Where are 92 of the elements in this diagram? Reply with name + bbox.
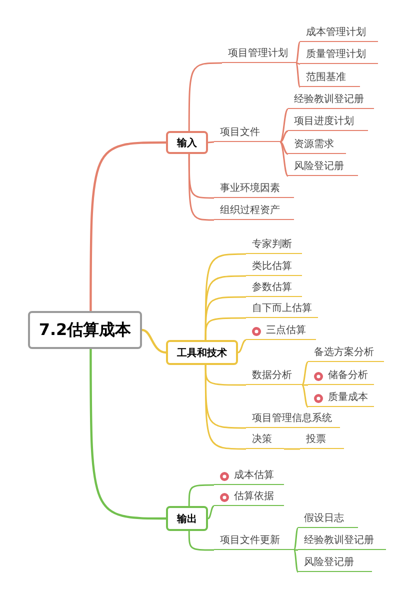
topic-text: 范围基准 — [306, 70, 346, 84]
underlined-topic — [288, 160, 358, 176]
main-topic-box — [166, 340, 238, 365]
underlined-topic — [308, 391, 374, 407]
topic-text: 投票 — [306, 432, 326, 446]
topic-text: 参数估算 — [252, 280, 292, 294]
underlined-topic — [298, 556, 372, 572]
topic-text: 备选方案分析 — [314, 346, 374, 359]
topic-text: 储备分析 — [328, 368, 368, 382]
branch-line — [295, 42, 301, 64]
branch-line — [293, 528, 299, 550]
underlined-topic — [246, 369, 302, 385]
topic-text: 7.2估算成本 — [38, 320, 132, 340]
topic-text: 数据分析 — [252, 368, 292, 382]
underlined-topic — [288, 115, 368, 131]
branch-line — [294, 549, 298, 551]
underlined-topic — [246, 412, 340, 428]
underlined-topic — [214, 469, 284, 485]
underlined-topic — [298, 534, 386, 550]
underlined-topic — [246, 302, 318, 318]
topic-text: 成本估算 — [234, 468, 274, 482]
underlined-topic — [300, 26, 378, 42]
topic-text: 风险登记册 — [294, 160, 344, 173]
topic-text: 质量成本 — [328, 390, 368, 404]
underlined-topic — [246, 324, 316, 340]
topic-text: 事业环境因素 — [220, 182, 280, 195]
underlined-topic — [308, 346, 384, 362]
topic-text: 经验教训登记册 — [304, 534, 374, 547]
topic-text: 输出 — [177, 512, 197, 526]
underlined-topic — [222, 47, 296, 63]
underlined-topic — [214, 204, 294, 220]
underlined-topic — [288, 138, 346, 154]
topic-text: 组织过程资产 — [220, 204, 280, 217]
branch-line — [208, 505, 214, 520]
branch-line — [204, 317, 246, 340]
topic-text: 质量管理计划 — [306, 48, 366, 61]
topic-text: 决策 — [252, 432, 272, 446]
branch-line — [295, 62, 301, 88]
topic-text: 项目管理信息系统 — [252, 412, 332, 425]
topic-text: 工具和技术 — [177, 346, 227, 360]
underlined-topic — [246, 238, 302, 254]
underlined-topic — [300, 48, 378, 64]
main-topic-box — [166, 131, 208, 154]
underlined-topic — [214, 490, 284, 506]
main-topic-box — [166, 506, 208, 531]
branch-line — [90, 141, 166, 311]
topic-text: 成本管理计划 — [306, 26, 366, 39]
topic-text: 资源需求 — [294, 138, 334, 151]
branch-line — [296, 62, 300, 65]
underlined-topic — [246, 260, 302, 276]
branch-line — [301, 361, 309, 386]
branch-line — [188, 62, 222, 131]
branch-line — [301, 384, 309, 408]
branch-line — [90, 349, 166, 520]
branch-line — [208, 141, 214, 144]
topic-text: 项目进度计划 — [294, 114, 354, 128]
topic-text: 项目管理计划 — [228, 46, 288, 60]
topic-text: 项目文件 — [220, 126, 260, 139]
underlined-topic — [214, 126, 280, 142]
branch-line — [302, 384, 308, 386]
topic-text: 专家判断 — [252, 238, 292, 251]
underlined-topic — [288, 93, 374, 109]
central-topic-box — [28, 311, 142, 349]
topic-text: 假设日志 — [304, 512, 344, 525]
underlined-topic — [308, 369, 374, 385]
branch-line — [238, 339, 246, 354]
branch-line — [280, 108, 288, 143]
branch-line — [188, 484, 214, 506]
branch-line — [142, 328, 166, 354]
underlined-topic — [298, 512, 358, 528]
branch-line — [280, 130, 288, 143]
branch-line — [188, 154, 214, 221]
underlined-topic — [214, 534, 294, 550]
topic-text: 风险登记册 — [304, 556, 354, 569]
topic-text: 类比估算 — [252, 260, 292, 273]
branch-line — [284, 448, 300, 450]
underlined-topic — [300, 71, 360, 87]
underlined-topic — [300, 433, 344, 449]
topic-text: 经验教训登记册 — [294, 92, 364, 106]
branch-line — [279, 141, 289, 177]
topic-text: 项目文件更新 — [220, 534, 280, 547]
underlined-topic — [246, 281, 302, 297]
topic-text: 三点估算 — [266, 324, 306, 337]
branch-line — [188, 531, 214, 551]
underlined-topic — [246, 433, 284, 449]
topic-text: 输入 — [177, 136, 197, 150]
branch-line — [204, 365, 246, 450]
underlined-topic — [214, 182, 294, 198]
branch-line — [280, 141, 288, 155]
topic-text: 自下而上估算 — [252, 302, 312, 315]
topic-text: 估算依据 — [234, 490, 274, 503]
branch-line — [293, 550, 299, 572]
